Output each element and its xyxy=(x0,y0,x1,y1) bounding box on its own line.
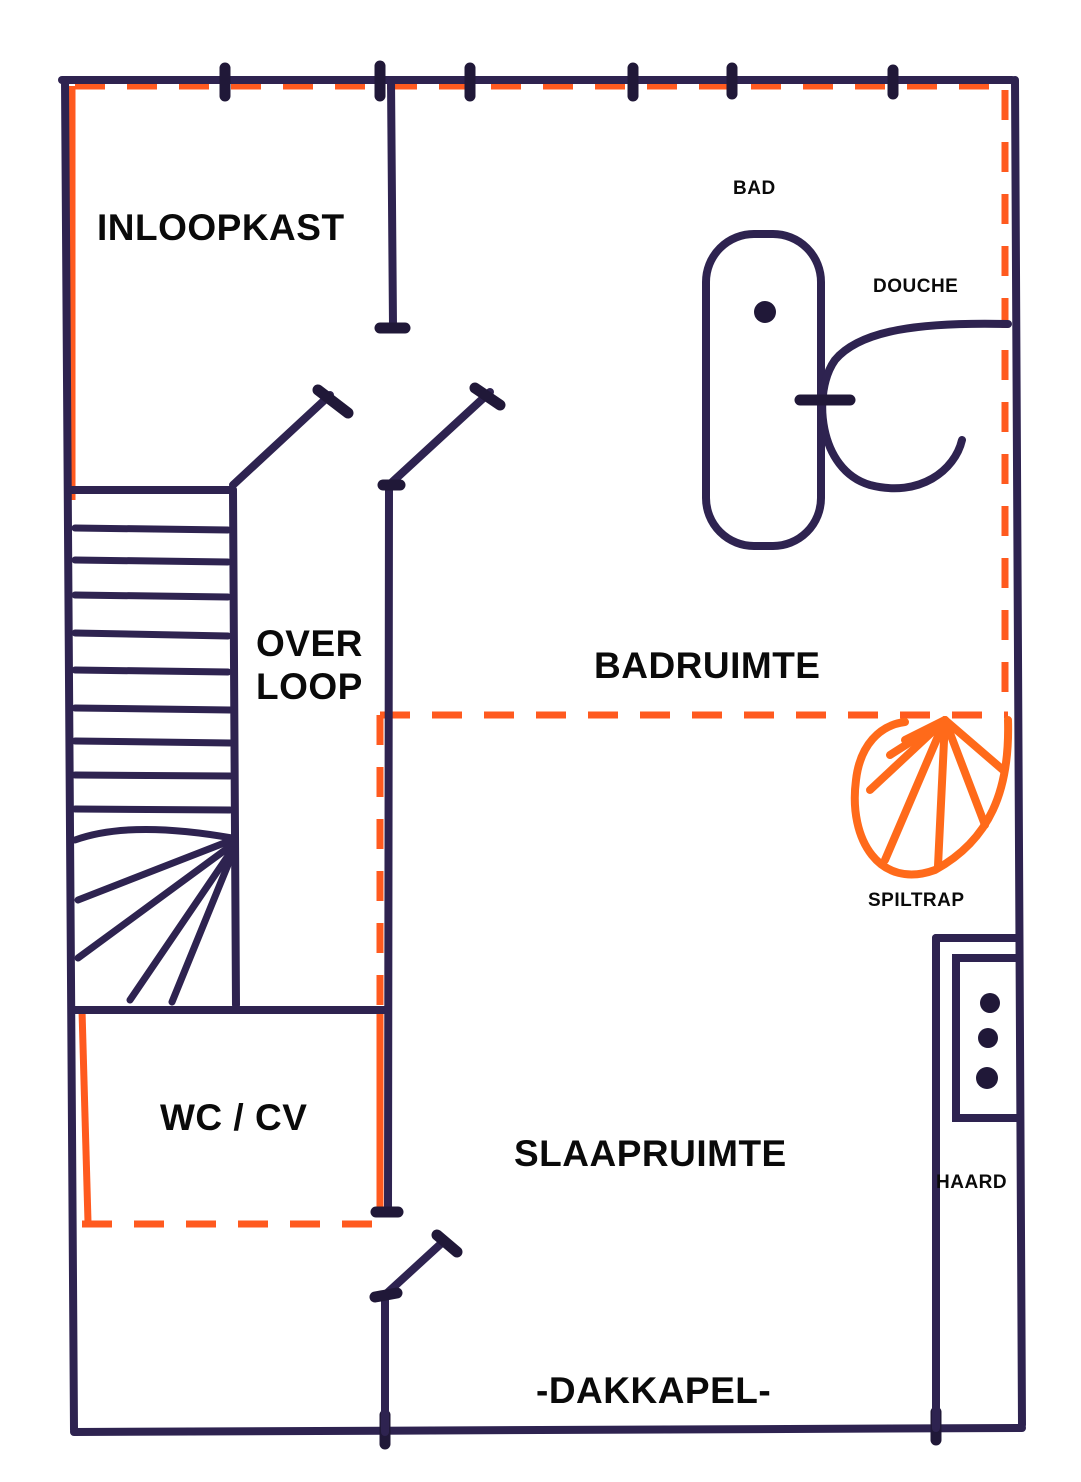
interior-walls xyxy=(66,76,1022,1436)
door-hinge xyxy=(369,1287,403,1303)
wall-stair-right xyxy=(229,486,240,1009)
fixture-label-douche: DOUCHE xyxy=(873,276,959,297)
door-handle xyxy=(312,384,354,419)
wall-overloop-right xyxy=(384,484,393,1214)
fixture-label-bad: BAD xyxy=(733,178,776,199)
fixture-label-spiltrap: SPILTRAP xyxy=(868,890,965,911)
doors xyxy=(229,382,506,1303)
room-label-overloop-1: OVER xyxy=(256,623,363,664)
room-label-badruimte: BADRUIMTE xyxy=(594,645,821,686)
outer-walls xyxy=(58,60,1026,1450)
door-slaapruimte xyxy=(381,1236,449,1299)
new-wall-left-lower xyxy=(78,1009,92,1223)
door-inloopkast xyxy=(229,391,334,489)
room-label-inloopkast: INLOOPKAST xyxy=(97,207,345,248)
door-handle xyxy=(469,382,506,411)
spiral-stair-icon xyxy=(850,716,1013,879)
wall-inloopkast xyxy=(387,76,397,330)
room-label-overloop-2: LOOP xyxy=(256,666,363,707)
door-handle xyxy=(431,1229,463,1258)
wall-bottom xyxy=(70,1424,1026,1436)
door-badruimte xyxy=(385,388,494,489)
wall-right xyxy=(1011,76,1026,1429)
shower-icon xyxy=(794,319,1012,493)
room-label-wc-cv: WC / CV xyxy=(160,1097,308,1138)
new-wall-lines xyxy=(68,82,1009,1228)
staircase xyxy=(71,524,236,1006)
bathtub-icon xyxy=(702,230,825,550)
fixture-label-haard: HAARD xyxy=(936,1172,1008,1193)
wall-left xyxy=(61,76,78,1434)
room-label-dakkapel: -DAKKAPEL- xyxy=(536,1370,772,1411)
fireplace-icon xyxy=(952,954,1022,1122)
room-label-slaapruimte: SLAAPRUIMTE xyxy=(514,1133,787,1174)
